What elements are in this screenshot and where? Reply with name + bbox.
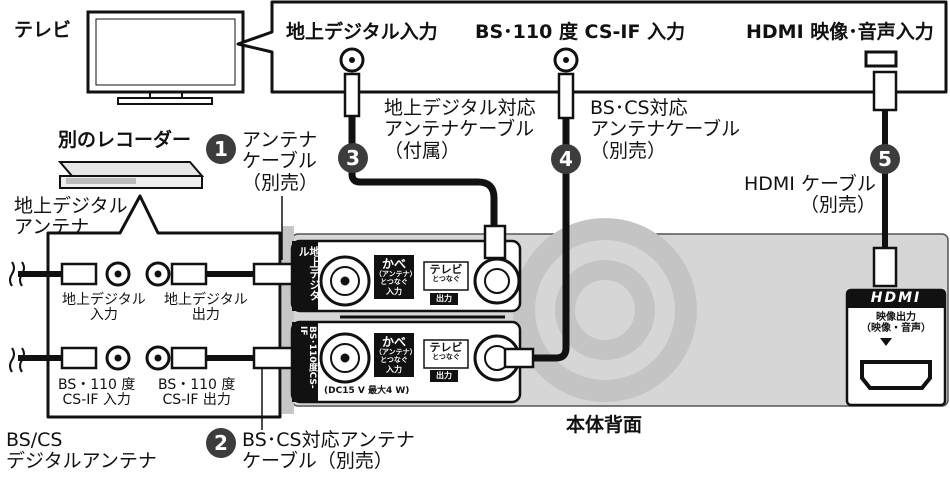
cable-4 [503,72,575,369]
fan-grille-icon [513,218,697,402]
tv-terrestrial-jack-icon [339,47,365,73]
cable-1-number: 1 [206,134,236,164]
cable-1 [9,196,294,287]
tv-bs-input-label: BS･110 度 CS-IF 入力 [475,21,686,43]
cable-5-number: 5 [870,144,900,174]
hdmi-out-label: 映像出力（映像・音声） [861,312,931,335]
hdmi-logo: HDMI [870,290,922,306]
bs-wall-tag: かべ （アンテナ）とつなぐ 入力 [374,335,414,376]
recorder-terrestrial-in-label: 地上デジタル入力 [62,292,146,324]
terrestrial-antenna-label: 地上デジタルアンテナ [14,195,128,239]
cable-4-number: 4 [551,144,581,174]
cable-2-label: BS･CS対応アンテナケーブル（別売） [242,429,415,473]
terrestrial-out-tag: 出力 [430,293,458,305]
cable-1-label: アンテナケーブル（別売） [242,129,319,194]
tv-icon [86,10,245,105]
cable-2 [9,345,294,430]
bs-tv-tag: テレビ とつなぐ [429,341,463,362]
other-recorder-label: 別のレコーダー [58,129,192,151]
tv-inputs-callout [236,0,948,94]
cable-3 [343,72,507,260]
hdmi-port-icon [860,360,932,390]
terrestrial-panel-label: 地上デジタル [297,246,321,301]
cable-3-number: 3 [338,143,368,173]
recorder-terrestrial-out-label: 地上デジタル出力 [164,292,248,324]
terrestrial-wall-tag: かべ （アンテナ）とつなぐ 入力 [374,257,414,298]
recorder-callout [46,194,282,419]
tv-hdmi-input-label: HDMI 映像･音声入力 [746,21,934,43]
cable-2-number: 2 [206,428,236,458]
cable-5 [872,70,898,288]
terrestrial-tv-tag: テレビ とつなぐ [429,263,463,284]
tv-hdmi-jack-icon [864,50,898,68]
cable-5-label: HDMI ケーブル（別売） [744,173,876,217]
main-unit-back-label: 本体背面 [566,414,643,436]
tv-label: テレビ [14,19,72,41]
other-recorder-icon [57,161,205,189]
tv-terrestrial-input-label: 地上デジタル入力 [286,21,438,43]
power-note: (DC15 V 最大4 W) [324,386,410,396]
cable-4-label: BS･CS対応アンテナケーブル（別売） [590,97,741,162]
cable-3-label: 地上デジタル対応アンテナケーブル（付属） [384,97,536,162]
bs-panel-label: BS･110度CS-IF [298,326,317,389]
tv-bs-jack-icon [553,47,579,73]
bs-out-tag: 出力 [430,370,458,382]
